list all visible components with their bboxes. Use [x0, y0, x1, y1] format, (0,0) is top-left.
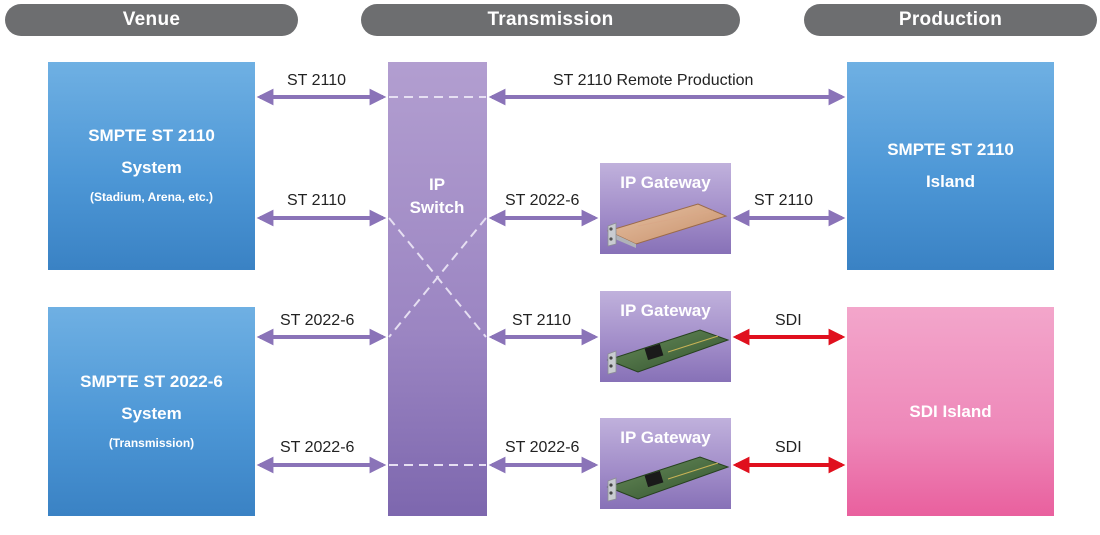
st2110-system-title: SMPTE ST 2110 [88, 126, 215, 145]
header-venue: Venue [5, 4, 298, 36]
ip-gateway-2-label: IP Gateway [620, 301, 711, 320]
ip-gateway-1-label: IP Gateway [620, 173, 711, 192]
link-label-gw3-in: ST 2022-6 [505, 439, 580, 456]
ip-gateway-3: IP Gateway [600, 418, 731, 509]
link-label-gw3-out: SDI [775, 439, 802, 456]
link-label-venue-row4: ST 2022-6 [280, 439, 355, 456]
ip-switch-box [388, 62, 487, 516]
st2110-system-subtitle: System [121, 158, 182, 177]
st2110-island-box: SMPTE ST 2110 Island [847, 62, 1054, 270]
st2110-island-subtitle: Island [925, 172, 976, 191]
link-label-venue-row2: ST 2110 [287, 192, 347, 209]
ip-switch-label-1: IP [429, 175, 445, 194]
st2022-system-subtitle: System [121, 403, 182, 423]
gateway-1-card-image [606, 203, 728, 248]
st2110-island-title: SMPTE ST 2110 [887, 140, 1014, 159]
st2110-system-box: SMPTE ST 2110 System (Stadium, Arena, et… [48, 62, 255, 270]
link-label-venue-row3: ST 2022-6 [280, 312, 355, 329]
switch-dashed-lines [388, 96, 487, 466]
link-label-remote-production: ST 2110 Remote Production [553, 72, 754, 89]
link-label-gw2-out: SDI [775, 312, 802, 329]
link-label-gw1-out: ST 2110 [754, 192, 814, 209]
st2022-system-box: SMPTE ST 2022-6 System (Transmission) [48, 307, 255, 516]
link-label-gw1-in: ST 2022-6 [505, 192, 580, 209]
link-label-gw2-in: ST 2110 [512, 312, 572, 329]
ip-gateway-3-label: IP Gateway [620, 428, 711, 447]
gateway-3-card-image [606, 456, 730, 502]
st2022-system-title: SMPTE ST 2022-6 [80, 371, 223, 391]
link-label-venue-row1: ST 2110 [287, 72, 347, 89]
sdi-island-title: SDI Island [909, 401, 992, 421]
gateway-2-card-image [606, 329, 730, 375]
st2022-system-note: (Transmission) [108, 435, 195, 450]
st2110-system-note: (Stadium, Arena, etc.) [90, 190, 213, 204]
header-transmission: Transmission [361, 4, 740, 36]
header-production: Production [804, 4, 1097, 36]
ip-switch-label-2: Switch [410, 198, 465, 217]
dashed-line-cross-2 [388, 217, 487, 338]
sdi-island-box: SDI Island [847, 307, 1054, 516]
